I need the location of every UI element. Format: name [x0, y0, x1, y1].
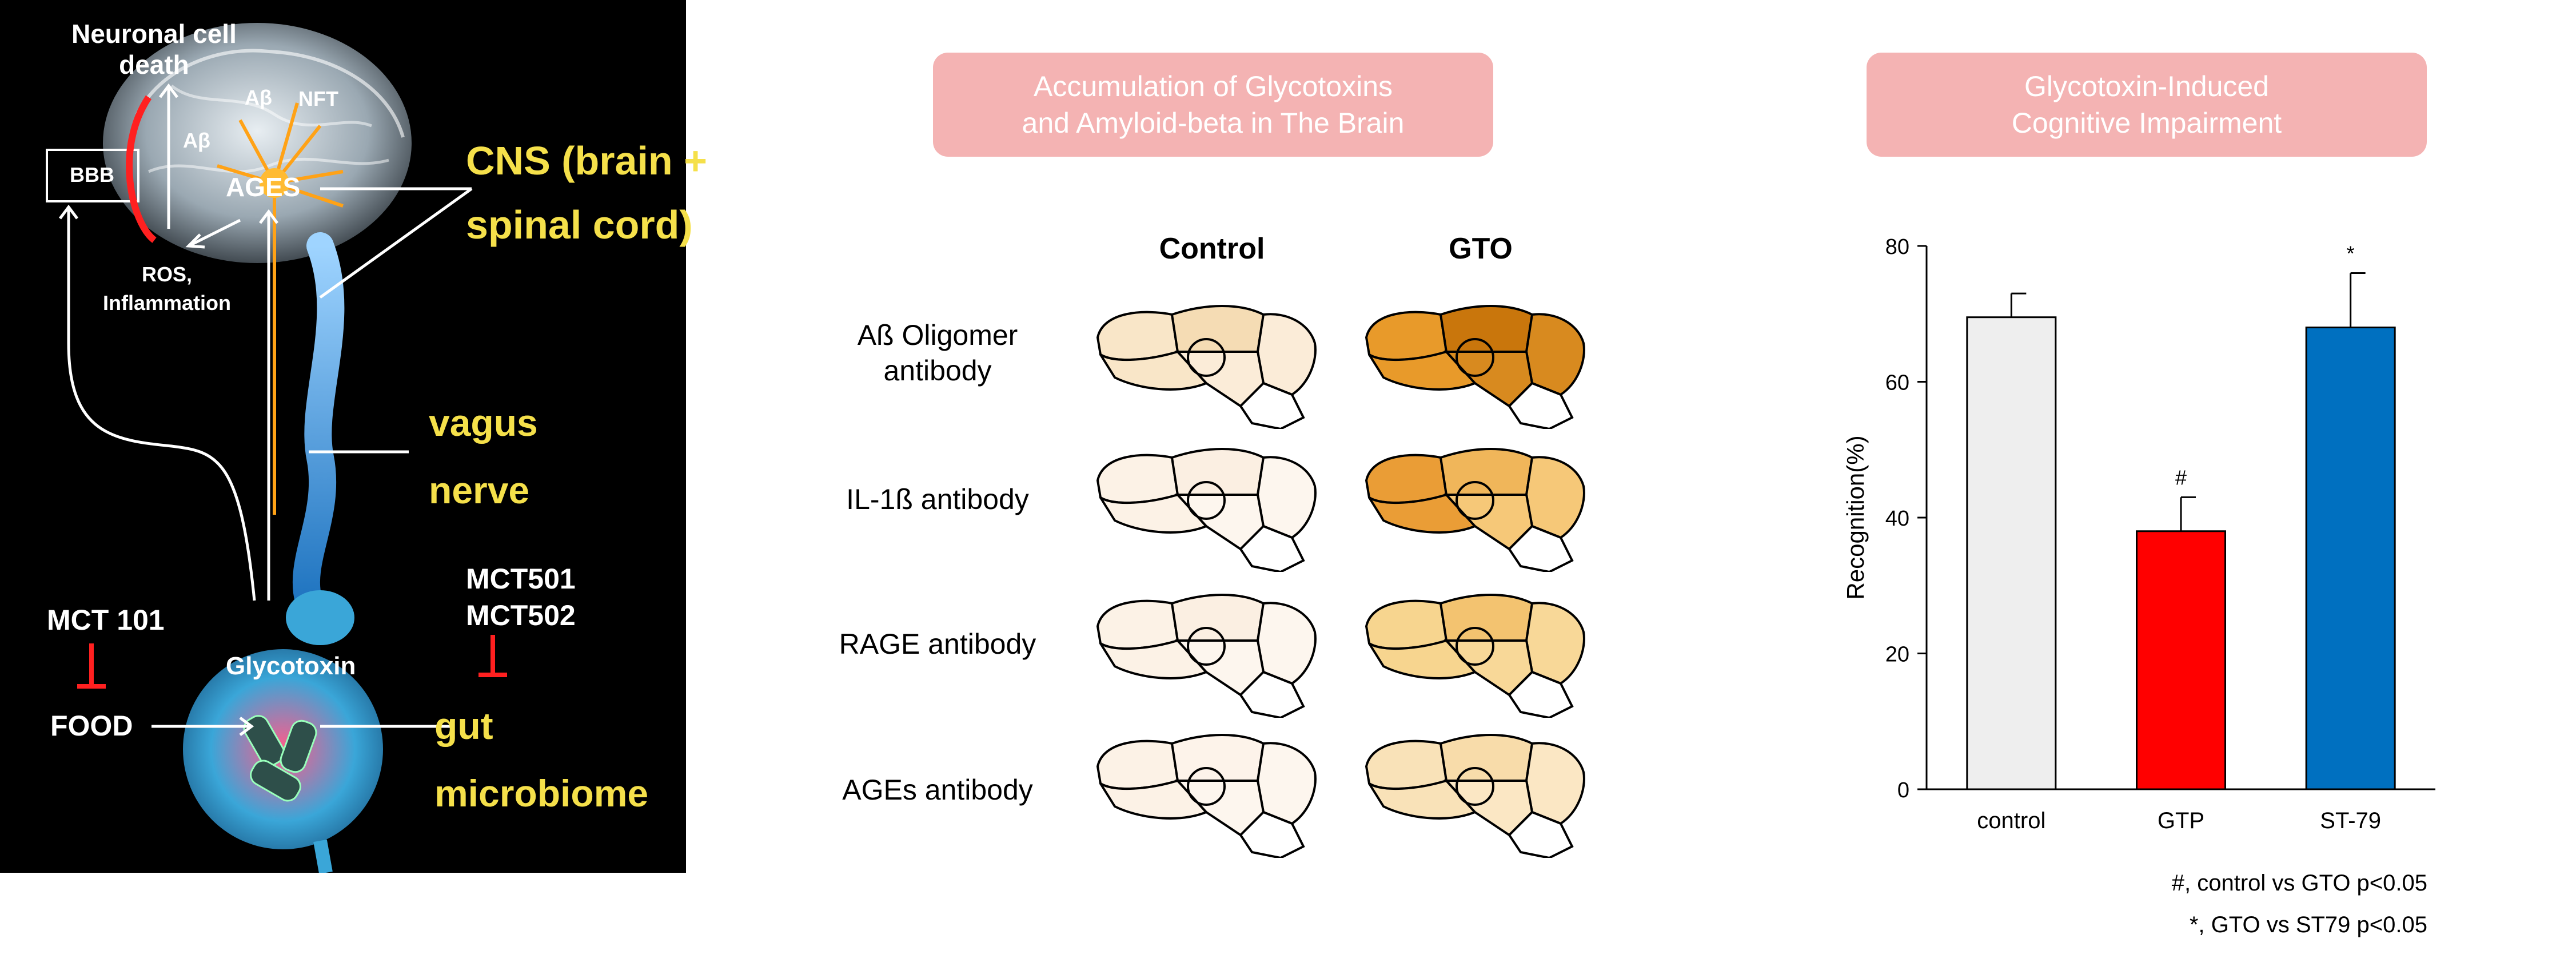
- y-axis-label: Recognition(%): [1842, 435, 1869, 599]
- abeta-left-label: Aβ: [183, 129, 210, 152]
- brain-region-2: [1439, 594, 1534, 642]
- brain-section-il1b-control: [1096, 448, 1317, 572]
- brain-section-rage-control: [1096, 594, 1317, 718]
- mct501-mct502-label: MCT501 MCT502: [466, 563, 576, 631]
- hippocampus-outline: [1456, 627, 1494, 666]
- significance-mark-ST-79: *: [2347, 242, 2355, 265]
- y-tick-label: 40: [1885, 507, 1909, 531]
- brain-region-2: [1170, 448, 1265, 496]
- brain-region-3: [1256, 742, 1317, 825]
- y-tick-label: 0: [1897, 778, 1909, 802]
- y-tick-label: 80: [1885, 235, 1909, 259]
- vagus-nerve-label: vagus nerve: [429, 401, 538, 511]
- y-tick-label: 60: [1885, 371, 1909, 395]
- row-label-il1b: IL-1ß antibody: [846, 483, 1029, 515]
- mct101-label: MCT 101: [47, 604, 165, 636]
- hippocampus-outline: [1456, 767, 1494, 806]
- x-tick-label-control: control: [1977, 808, 2045, 833]
- brain-section-abeta-gto: [1365, 305, 1585, 429]
- column-header-control: Control: [1159, 232, 1265, 265]
- row-label-rage: RAGE antibody: [839, 628, 1036, 660]
- brain-region-3: [1256, 313, 1317, 396]
- brain-section-il1b-gto: [1365, 448, 1585, 572]
- brain-region-1: [1365, 454, 1448, 504]
- ros-inflammation-label: ROS, Inflammation: [103, 263, 232, 315]
- bar-GTP: [2136, 530, 2226, 790]
- brain-region-1: [1096, 599, 1179, 650]
- significance-mark-GTP: #: [2175, 466, 2187, 489]
- cell-death-arc: [126, 95, 157, 243]
- brain-region-2: [1439, 305, 1534, 353]
- brain-section-ages-control: [1096, 734, 1317, 858]
- glycotoxin-label: Glycotoxin: [226, 652, 356, 680]
- x-tick-label-GTP: GTP: [2158, 808, 2204, 833]
- bar-control: [1966, 316, 2057, 790]
- brain-region-1: [1096, 454, 1179, 504]
- neuronal-cell-death-label: Neuronal cell death: [71, 19, 237, 79]
- brain-region-2: [1170, 734, 1265, 782]
- brain-region-6: [1239, 810, 1305, 858]
- hippocampus-outline: [1187, 627, 1226, 666]
- inhibition-mark-mct101: [77, 643, 106, 689]
- bar-ST-79: [2305, 327, 2396, 790]
- right-header: Glycotoxin-Induced Cognitive Impairment: [1867, 53, 2427, 157]
- ages-label: AGES: [226, 172, 301, 202]
- brain-region-1: [1365, 311, 1448, 361]
- bbb-label: BBB: [70, 163, 114, 186]
- brain-region-6: [1508, 670, 1574, 718]
- brain-region-6: [1239, 524, 1305, 572]
- right-header-text: Glycotoxin-Induced Cognitive Impairment: [2011, 70, 2282, 139]
- brain-region-3: [1525, 313, 1585, 396]
- brain-section-rage-gto: [1365, 594, 1585, 718]
- hippocampus-outline: [1187, 338, 1226, 377]
- nft-label: NFT: [298, 87, 338, 110]
- x-tick-label-ST-79: ST-79: [2320, 808, 2381, 833]
- brain-region-3: [1525, 602, 1585, 685]
- mechanism-illustration: Neuronal cell death Aβ NFT Aβ BBB AGES R…: [0, 0, 708, 873]
- brain-region-6: [1508, 524, 1574, 572]
- bbb-box: [46, 149, 139, 202]
- hippocampus-outline: [1187, 767, 1226, 806]
- mechanism-artwork: [46, 23, 507, 873]
- brain-region-2: [1170, 305, 1265, 353]
- middle-header-text: Accumulation of Glycotoxins and Amyloid-…: [1022, 70, 1405, 139]
- brain-region-2: [1170, 594, 1265, 642]
- brain-region-3: [1525, 742, 1585, 825]
- row-label-abeta: Aß Oligomer antibody: [857, 319, 1018, 387]
- y-tick-label: 20: [1885, 643, 1909, 667]
- brain-region-1: [1096, 311, 1179, 361]
- brain-region-6: [1239, 381, 1305, 429]
- brain-region-6: [1508, 381, 1574, 429]
- brain-region-3: [1525, 456, 1585, 539]
- hippocampus-outline: [1187, 481, 1226, 520]
- brain-section-abeta-control: [1096, 305, 1317, 429]
- brain-region-2: [1439, 734, 1534, 782]
- hippocampus-outline: [1456, 481, 1494, 520]
- spinal-cord-shape: [293, 232, 345, 614]
- brain-region-2: [1439, 448, 1534, 496]
- footnote-gto: #, control vs GTO p<0.05: [2171, 870, 2427, 896]
- brain-section-ages-gto: [1365, 734, 1585, 858]
- row-label-ages: AGEs antibody: [842, 774, 1033, 806]
- brain-region-1: [1365, 740, 1448, 790]
- inhibition-mark-mct501: [478, 635, 507, 677]
- column-header-gto: GTO: [1449, 232, 1513, 265]
- footnote-st79: *, GTO vs ST79 p<0.05: [2189, 912, 2427, 937]
- middle-header: Accumulation of Glycotoxins and Amyloid-…: [933, 53, 1493, 157]
- brain-region-3: [1256, 456, 1317, 539]
- abeta-top-label: Aβ: [245, 86, 272, 109]
- brain-region-1: [1096, 740, 1179, 790]
- cns-label: CNS (brain + spinal cord): [466, 138, 708, 247]
- brain-region-6: [1239, 670, 1305, 718]
- brain-region-1: [1365, 599, 1448, 650]
- gut-microbiome-label: gut microbiome: [434, 705, 649, 814]
- brain-region-3: [1256, 602, 1317, 685]
- hippocampus-outline: [1456, 338, 1494, 377]
- food-label: FOOD: [50, 710, 133, 742]
- brain-region-6: [1508, 810, 1574, 858]
